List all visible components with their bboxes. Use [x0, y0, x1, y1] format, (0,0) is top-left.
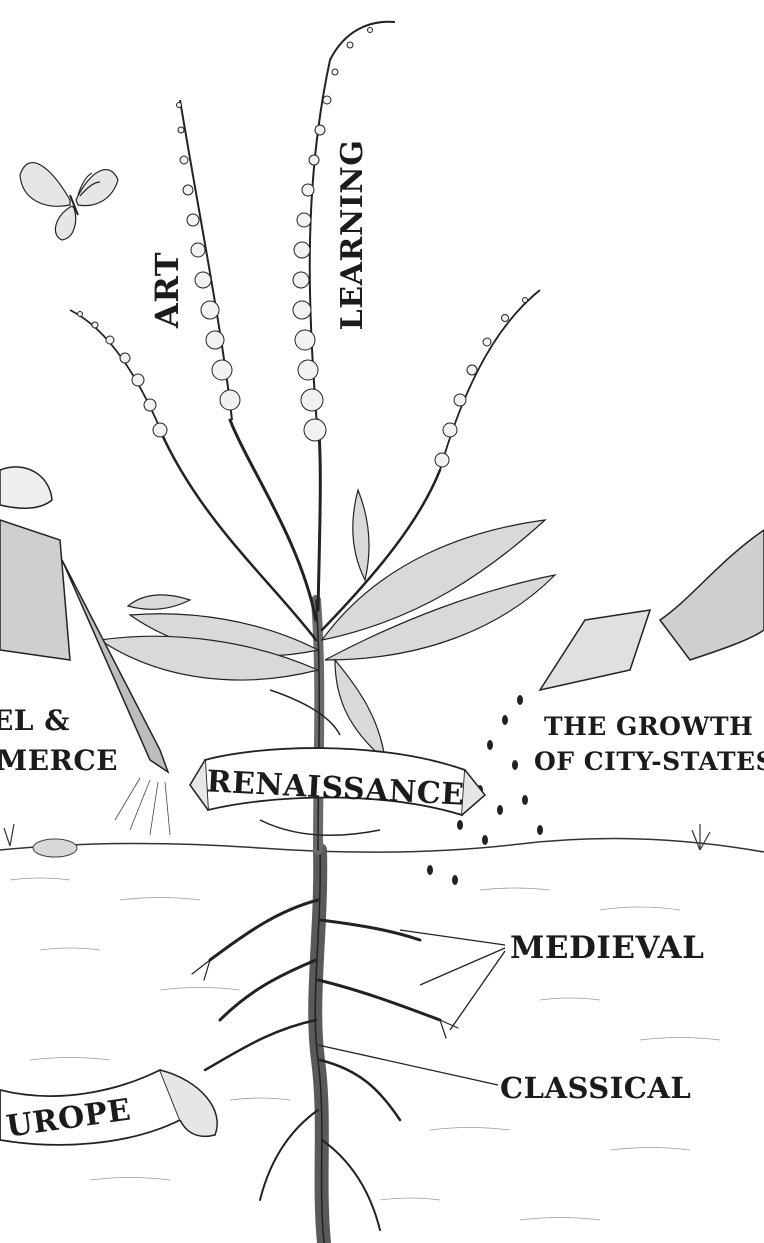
- flower-spike-art: [177, 100, 241, 420]
- right-input-label-line1: THE GROWTH: [544, 712, 753, 741]
- branch-label-art: ART: [148, 252, 186, 329]
- flower-spike-right: [435, 290, 540, 470]
- left-input-label-line1: EL &: [0, 704, 70, 737]
- europe-banner: UROPE: [0, 1070, 217, 1145]
- root-label-classical: CLASSICAL: [500, 1071, 691, 1105]
- flower-spikes: [70, 22, 540, 470]
- root-pointer-lines: [318, 930, 505, 1085]
- right-input-label-line2: OF CITY-STATES: [534, 747, 764, 776]
- hand-sowing-seeds-icon: [427, 530, 764, 885]
- flower-spike-left: [70, 310, 167, 440]
- root-label-medieval: MEDIEVAL: [510, 930, 704, 966]
- left-input-label-line2: MERCE: [0, 744, 118, 777]
- butterfly-icon: [20, 163, 118, 240]
- branch-label-learning: LEARNING: [335, 140, 370, 331]
- soil: [0, 824, 764, 1220]
- renaissance-banner: RENAISSANCE: [190, 690, 485, 835]
